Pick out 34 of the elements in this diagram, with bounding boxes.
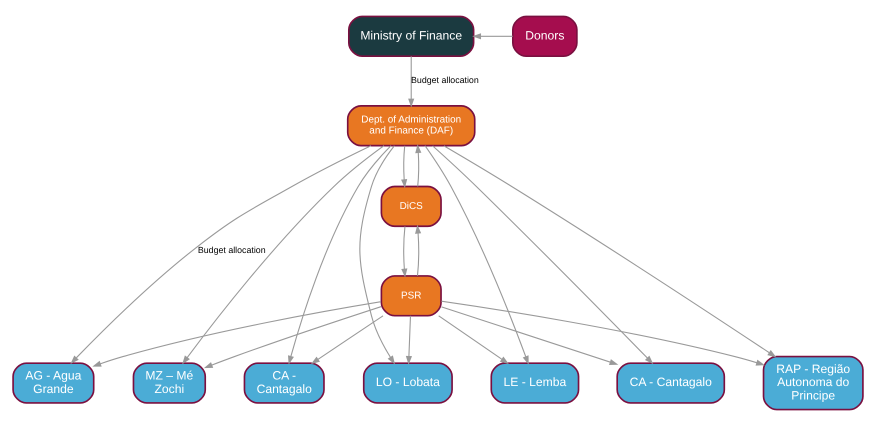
arrow — [182, 144, 384, 364]
node-box: Donors — [512, 15, 578, 56]
node-box: MZ – Mé Zochi — [132, 362, 206, 404]
arrow — [359, 144, 396, 364]
node-box: RAP - Região Autonoma do Principe — [762, 355, 864, 410]
node-box: CA - Cantagalo — [244, 362, 325, 404]
node-box: AG - Agua Grande — [12, 362, 95, 404]
arrow — [288, 144, 392, 364]
arrow — [441, 306, 618, 364]
arrow — [444, 144, 776, 357]
node-box: PSR — [380, 274, 442, 316]
arrow — [310, 314, 384, 364]
node-box: Dept. of Administration and Finance (DAF) — [346, 104, 476, 146]
arrow — [204, 306, 382, 368]
arrow — [92, 300, 382, 366]
arrow — [438, 314, 509, 364]
arrow — [441, 300, 765, 366]
arrow — [408, 56, 414, 107]
arrow — [432, 144, 654, 364]
arrow — [406, 315, 412, 364]
arrow — [472, 32, 513, 39]
arrow — [415, 144, 422, 186]
arrow — [401, 226, 408, 277]
node-box: Ministry of Finance — [348, 15, 474, 56]
node-box: CA - Cantagalo — [616, 362, 726, 404]
arrow — [70, 144, 372, 364]
edge-label: Budget allocation — [411, 74, 479, 85]
edge-label: Budget allocation — [198, 244, 266, 255]
arrow — [415, 224, 422, 276]
arrow — [401, 145, 408, 188]
node-box: DiCS — [380, 185, 442, 227]
arrow — [424, 144, 529, 364]
node-box: LO - Lobata — [362, 362, 453, 404]
node-box: LE - Lemba — [490, 362, 580, 404]
